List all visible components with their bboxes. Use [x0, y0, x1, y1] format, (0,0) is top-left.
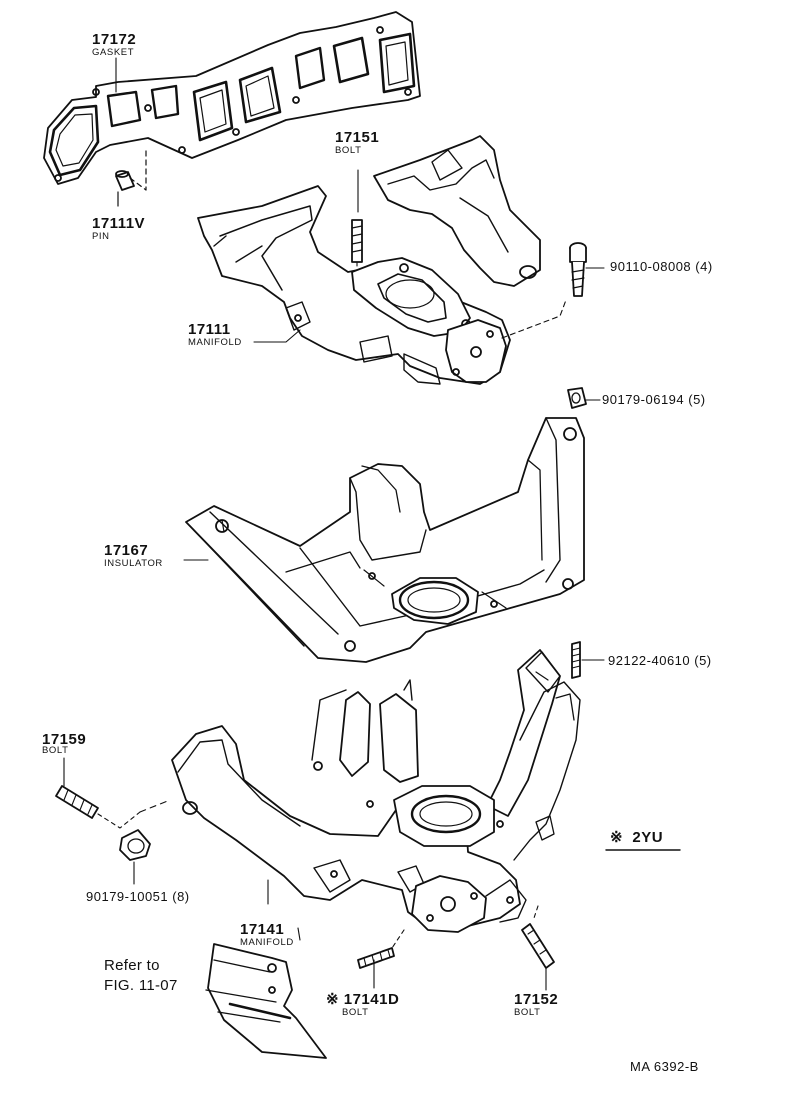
- stud-92122-drawing: [571, 641, 605, 679]
- bolt-90110-part-number: 90110-08008 (4): [610, 259, 713, 274]
- bolt-17159-part-name: BOLT: [42, 745, 69, 756]
- pin-drawing: [115, 147, 147, 207]
- nut-90179-10051-part-number: 90179-10051 (8): [86, 889, 190, 904]
- bolt-17151-part-name: BOLT: [335, 145, 362, 156]
- nut-90179-06194-drawing: [567, 387, 601, 409]
- bolt-17159-drawing: [55, 757, 171, 829]
- refer-figure-link[interactable]: FIG. 11-07: [104, 977, 178, 994]
- bolt-17151-drawing: [351, 169, 363, 279]
- engine-note-mark: ※: [610, 829, 624, 846]
- manifold-17111-drawing: [197, 135, 567, 385]
- nut-90179-10051-drawing: [119, 829, 151, 885]
- refer-to-text: Refer to: [104, 957, 160, 974]
- pin-part-name: PIN: [92, 231, 110, 242]
- manifold-17141-drawing: [171, 649, 581, 959]
- insulator-part-number: 17167: [104, 542, 149, 559]
- bolt-90110-drawing: [569, 242, 605, 297]
- bolt-17141d-part-number: ※ 17141D: [326, 992, 399, 1007]
- bolt-17152-drawing: [521, 905, 555, 969]
- pin-part-number: 17111V: [92, 215, 146, 232]
- leader-lines: [115, 57, 547, 991]
- gasket-part-name: GASKET: [92, 47, 135, 58]
- bolt-17152-part-number: 17152: [514, 991, 559, 1008]
- nut-90179-06194-part-number: 90179-06194 (5): [602, 392, 706, 407]
- bolt-17159-part-number: 17159: [42, 731, 87, 748]
- insulator-part-name: INSULATOR: [104, 558, 163, 569]
- gasket-drawing: [43, 11, 421, 185]
- stud-92122-part-number: 92122-40610 (5): [608, 653, 712, 668]
- bolt-17141d-number: 17141D: [343, 991, 400, 1008]
- manifold-17141-part-name: MANIFOLD: [240, 937, 294, 948]
- bolt-17141d-drawing: [357, 947, 395, 969]
- bolt-17151-part-number: 17151: [335, 129, 380, 146]
- heat-protector-drawing: [205, 943, 327, 1059]
- insulator-drawing: [185, 417, 585, 663]
- engine-note: ※ 2YU: [610, 830, 663, 845]
- bolt-17152-part-name: BOLT: [514, 1007, 541, 1018]
- manifold-17111-part-name: MANIFOLD: [188, 337, 242, 348]
- bolt-17141d-part-name: BOLT: [342, 1007, 369, 1018]
- manifold-17141-part-number: 17141: [240, 921, 285, 938]
- engine-note-text: 2YU: [632, 829, 664, 846]
- manifold-17111-part-number: 17111: [188, 321, 231, 338]
- diagram-code: MA 6392-B: [630, 1059, 699, 1074]
- bolt-17141d-mark: ※: [326, 991, 340, 1008]
- gasket-part-number: 17172: [92, 31, 137, 48]
